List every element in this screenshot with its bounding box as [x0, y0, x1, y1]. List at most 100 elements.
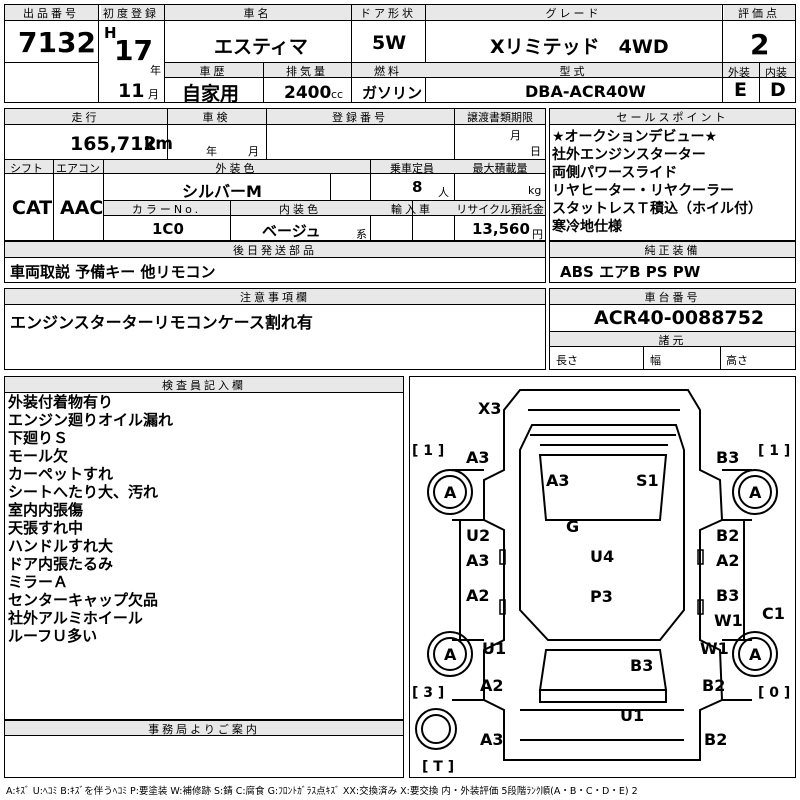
door-label: ドア形状 [360, 7, 416, 20]
damage-mark: B2 [704, 730, 727, 749]
car-name-label: 車名 [243, 7, 272, 20]
fuel: ガソリン [362, 84, 423, 102]
cabin-outline [519, 424, 685, 641]
load-label: 最大積載量 [472, 162, 528, 175]
body-outline [483, 389, 724, 761]
mileage-label: 走行 [71, 111, 100, 124]
color-label: 外装色 [215, 162, 258, 175]
history: 自家用 [182, 83, 240, 105]
ac-label: エアコン [56, 162, 100, 175]
office-box [4, 720, 404, 778]
recycle-unit: 円 [532, 228, 543, 241]
month-unit: 月 [148, 88, 159, 101]
damage-mark: W1 [700, 639, 729, 658]
sales-point-line: リヤヒーター・リヤクーラー [552, 183, 734, 199]
year-unit: 年 [150, 64, 161, 77]
door: 5W [372, 32, 407, 54]
legend: A:ｷｽﾞ U:ﾍｺﾐ B:ｷｽﾞを伴うﾍｺﾐ P:要塗装 W:補修跡 S:錆 … [6, 786, 638, 797]
int-label: 内装 [765, 66, 787, 79]
mileage: 165,712 [70, 133, 157, 155]
ac: AAC [60, 197, 104, 219]
inspection-month-unit: 月 [248, 145, 259, 158]
intcolor-label: 内装色 [279, 203, 321, 216]
model-label: 型式 [559, 65, 588, 78]
grade-label: グレード [545, 7, 602, 20]
inspector-line: 天張すれ中 [8, 519, 84, 537]
tire-mark: A [444, 645, 457, 664]
tire-count: [ 1 ] [758, 443, 790, 459]
damage-mark: B2 [702, 676, 725, 695]
inspector-line: 下廻りＳ [8, 429, 69, 447]
colorno: 1C0 [152, 220, 184, 238]
spec-width: 幅 [650, 354, 661, 367]
inspector-line: ミラーＡ [8, 573, 69, 591]
damage-mark: A2 [716, 551, 740, 570]
import-label: 輸入車 [391, 203, 433, 216]
spec-length: 長さ [556, 354, 578, 367]
damage-mark: U1 [620, 706, 644, 725]
later-parts-box [4, 241, 546, 283]
damage-mark: A3 [466, 551, 490, 570]
damage-mark: W1 [714, 611, 743, 630]
transfer-month-unit: 月 [510, 129, 521, 142]
damage-mark: X3 [478, 399, 501, 418]
tire-mark: A [749, 645, 762, 664]
inspector-line: 外装付着物有り [8, 393, 114, 411]
spec-label: 諸元 [658, 334, 687, 347]
inspector-line: ドア内張たるみ [8, 555, 114, 573]
score: 2 [750, 28, 770, 61]
inspector-line: ハンドルすれ大 [8, 537, 114, 555]
int-grade: D [770, 79, 786, 101]
sales-point-line: 両側パワースライド [552, 165, 678, 181]
inspector-line: エンジン廻りオイル漏れ [8, 411, 174, 429]
model: DBA-ACR40W [525, 82, 646, 101]
shift: CAT [12, 197, 53, 219]
damage-mark: B3 [716, 586, 739, 605]
era: H [104, 24, 117, 42]
tire-mark: A [444, 483, 457, 502]
capacity-label: 乗車定員 [390, 162, 434, 175]
capacity-unit: 人 [438, 186, 449, 199]
tire: A [427, 469, 473, 515]
fuel-label: 燃料 [374, 65, 402, 78]
first-reg-label: 初度登録 [103, 7, 159, 20]
inspection-year-unit: 年 [206, 145, 217, 158]
capacity: 8 [412, 178, 423, 196]
equipment-box [549, 241, 796, 283]
lot-number: 7132 [18, 26, 96, 59]
inspector-line: モール欠 [8, 447, 69, 465]
inspector-line: シートへたり大、汚れ [8, 483, 159, 501]
equipment: ABS エアB PS PW [560, 263, 701, 281]
tire-count: [ 1 ] [412, 443, 444, 459]
reg-month: 11 [118, 80, 145, 102]
caution-label: 注意事項欄 [240, 291, 310, 304]
damage-mark: U2 [466, 526, 490, 545]
damage-diagram-box [409, 376, 796, 778]
ext-label: 外装 [728, 66, 750, 79]
inspector-line: センターキャップ欠品 [8, 591, 159, 609]
intcolor-unit: 系 [356, 228, 367, 241]
recycle: 13,560 [472, 220, 530, 238]
km-unit: km [144, 134, 174, 154]
damage-mark: U4 [590, 547, 614, 566]
sales-point-line: スタットレスＴ積込（ホイル付） [552, 201, 762, 217]
car-name: エスティマ [214, 36, 308, 58]
transfer-label: 譲渡書類期限 [467, 111, 533, 124]
tire: A [732, 469, 778, 515]
cc-unit: cc [331, 88, 344, 101]
tire-count: [ 0 ] [758, 685, 790, 701]
score-label: 評価点 [738, 7, 780, 20]
caution: エンジンスターターリモコンケース割れ有 [10, 313, 313, 332]
inspector-line: 室内内張傷 [8, 501, 84, 519]
later-parts: 車両取説 予備キー 他リモコン [10, 263, 216, 281]
tire-count: [ 3 ] [412, 685, 444, 701]
chassis-box [549, 288, 796, 370]
inspector-label: 検査員記入欄 [162, 379, 246, 392]
damage-mark: U1 [482, 639, 506, 658]
displacement: 2400 [284, 83, 332, 103]
damage-mark: P3 [590, 587, 613, 606]
caution-box [4, 288, 546, 370]
sales-points-box [549, 108, 796, 241]
regno-label: 登録番号 [332, 111, 388, 124]
lot-label: 出品番号 [23, 7, 79, 20]
